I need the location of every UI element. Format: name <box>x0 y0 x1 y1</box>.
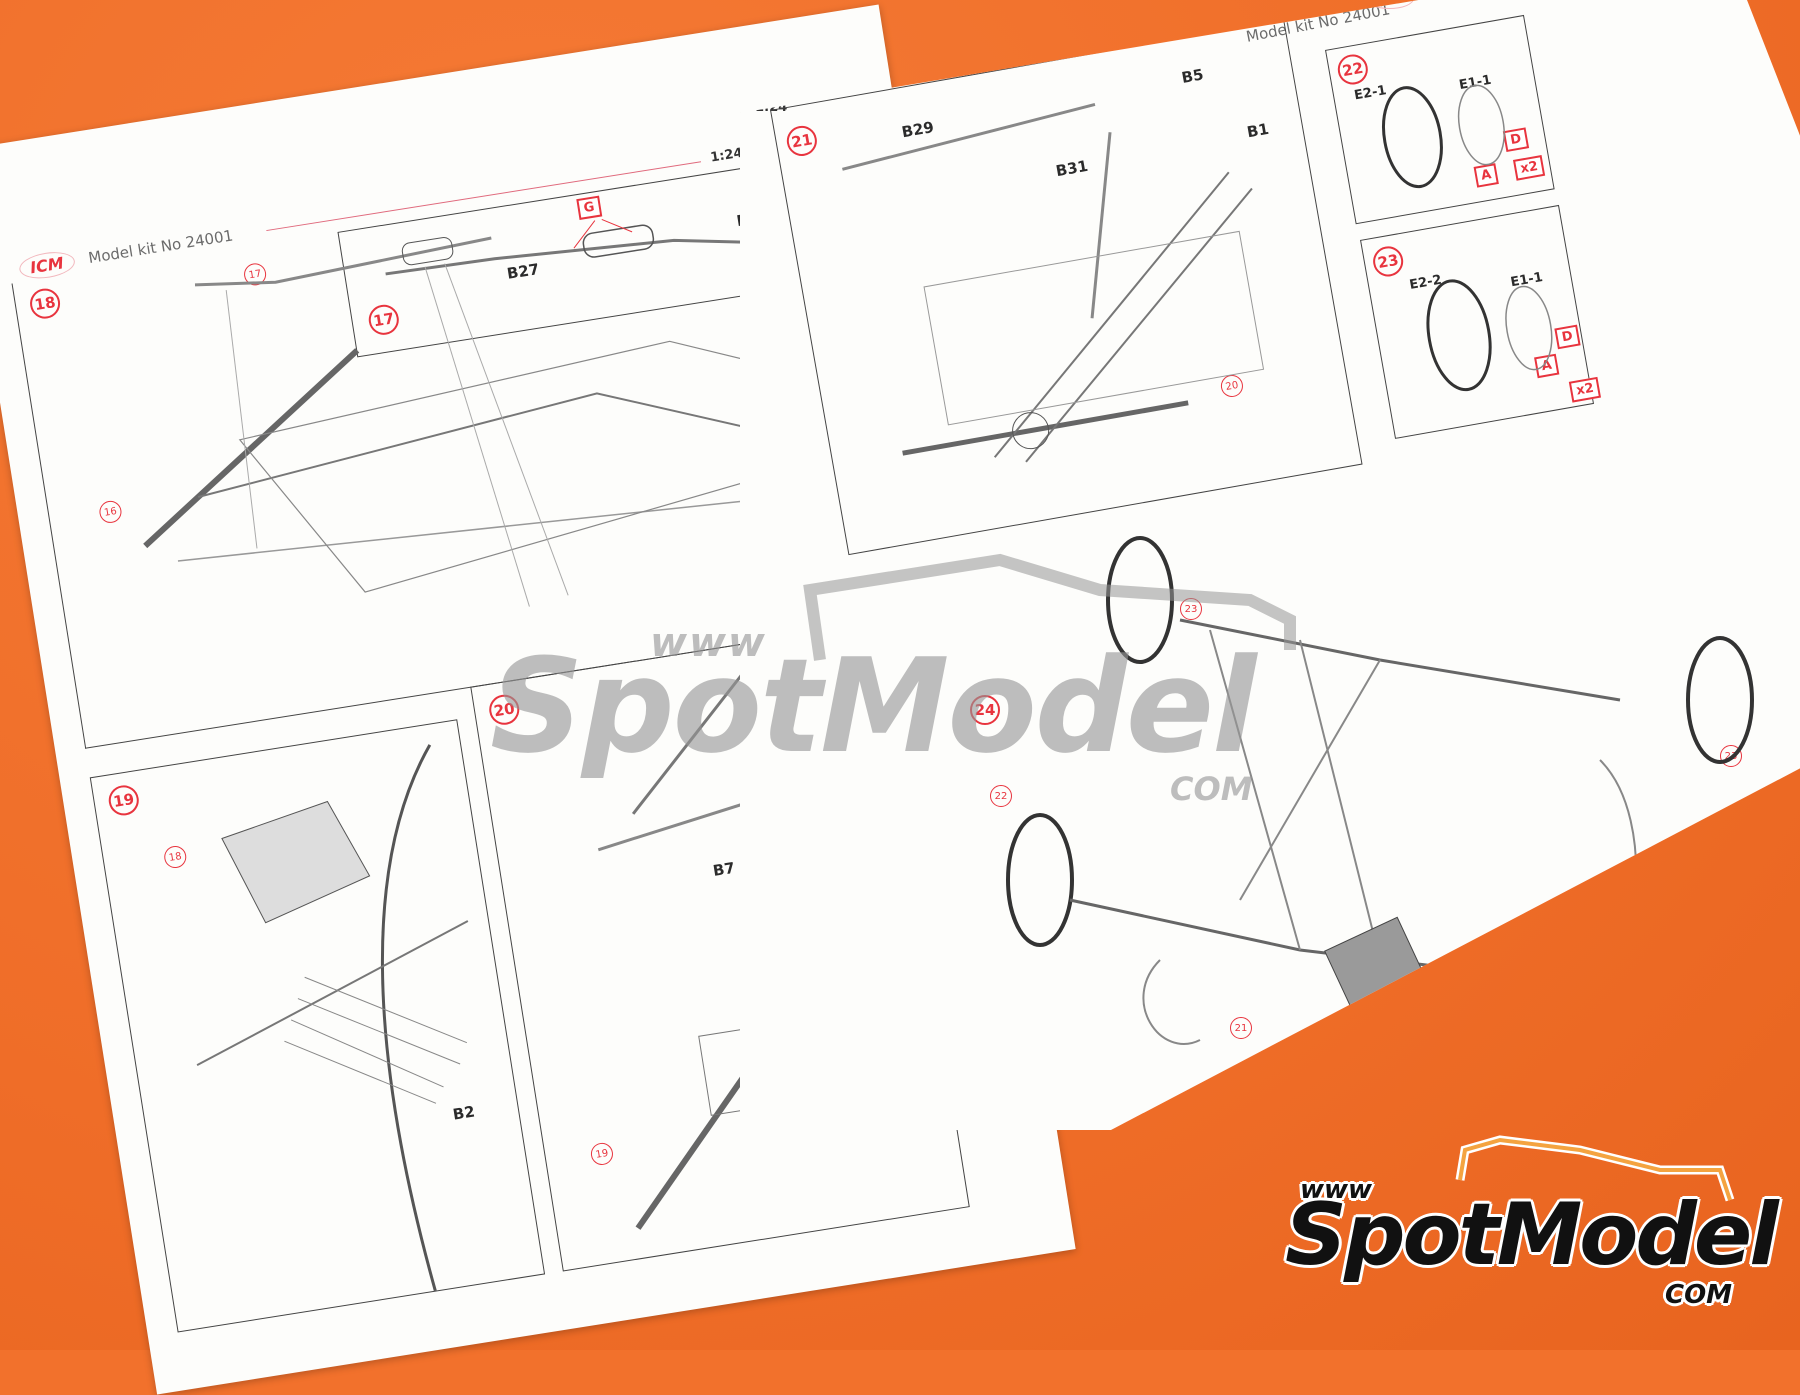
radiator-drawing-step-19 <box>196 744 469 1292</box>
wheel-drawing-step-22 <box>1382 84 1505 189</box>
frame-drawing-step-21 <box>842 103 1265 463</box>
ref-step-21: 21 <box>1230 1017 1252 1039</box>
watermark-com: COM <box>1170 770 1253 808</box>
corner-logo-www: www <box>1300 1175 1373 1205</box>
wheel-drawing-step-23 <box>1426 279 1553 392</box>
exhaust-drawing <box>385 218 796 276</box>
step-17-panel: 17 G B27 B22 <box>337 158 824 358</box>
corner-logo-com: COM <box>1665 1280 1733 1310</box>
watermark-www: www <box>650 620 767 666</box>
ref-step-22-a: 22 <box>990 785 1012 807</box>
step-24-badge: 24 <box>970 695 1000 725</box>
step-23-panel: 23 E2-2 E1-1 D A x2 <box>1360 204 1602 439</box>
instruction-page-left: ICM Model kit No 24001 1:24 17 G B27 B22… <box>0 4 1076 1395</box>
step-21-panel: 21 B29 B31 B5 B1 20 <box>770 19 1363 556</box>
step-22-panel: 22 E2-1 E1-1 D A x2 <box>1325 14 1555 225</box>
step-19-panel: 19 18 B2 <box>89 719 546 1333</box>
scale-label: 1:24 <box>709 145 744 166</box>
watermark-spotmodel: SpotModel <box>490 630 1257 782</box>
corner-logo-spotmodel: SpotModel <box>1285 1185 1779 1285</box>
